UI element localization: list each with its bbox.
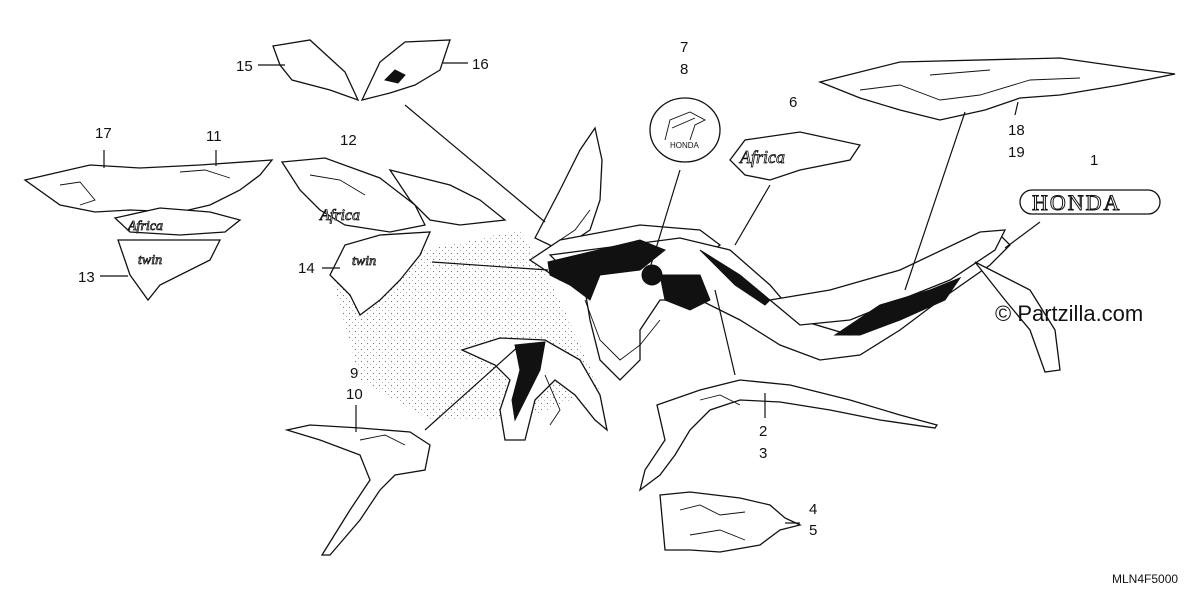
motorcycle-body [528,126,1061,381]
decal-part-13: twin [117,239,222,302]
callout-18: 18 [1008,122,1025,139]
wing-emblem: HONDA [649,97,721,163]
decal-part-2-3 [638,379,939,492]
decal-11-script: Africa [127,219,163,234]
callout-19: 19 [1008,144,1025,161]
front-shroud [460,337,608,441]
diagram-code: MLN4F5000 [1112,572,1178,586]
callout-3: 3 [759,445,767,462]
decal-part-16 [360,39,451,101]
callout-14: 14 [298,260,315,277]
callout-labels: 15 16 7 8 6 18 19 1 17 11 12 13 14 9 10 … [78,39,1098,539]
decal-part-9-10 [284,424,431,556]
decal-14-script: twin [352,254,376,269]
callout-11: 11 [206,128,222,145]
decal-part-12: Africa [280,157,507,233]
decal-part-1: HONDA [1019,189,1161,216]
callout-4: 4 [809,501,817,518]
callout-15: 15 [236,58,253,75]
callout-17: 17 [95,125,112,142]
partzilla-watermark: © Partzilla.com [995,301,1143,326]
callout-6: 6 [789,94,797,111]
callout-16: 16 [472,56,489,73]
callout-13: 13 [78,269,95,286]
callout-8: 8 [680,61,688,78]
decal-13-script: twin [138,253,162,268]
honda-text: HONDA [1032,190,1121,215]
decal-6-script: Africa [739,147,785,167]
callout-10: 10 [346,386,363,403]
callout-1: 1 [1090,152,1098,169]
callout-9: 9 [350,365,358,382]
decal-part-17-11: Africa [23,159,274,236]
callout-5: 5 [809,522,817,539]
decal-part-15 [272,39,360,102]
callout-2: 2 [759,423,767,440]
decal-part-14: twin [329,231,432,316]
decal-part-4-5 [659,491,802,553]
wing-emblem-text: HONDA [670,141,700,150]
tank-badge-mark [641,264,663,286]
leader-lines [100,62,1041,524]
callout-12: 12 [340,132,357,149]
decal-12-script: Africa [319,207,360,224]
callout-7: 7 [680,39,688,56]
decal-part-18-19 [817,57,1176,121]
decal-part-6: Africa [729,131,862,181]
